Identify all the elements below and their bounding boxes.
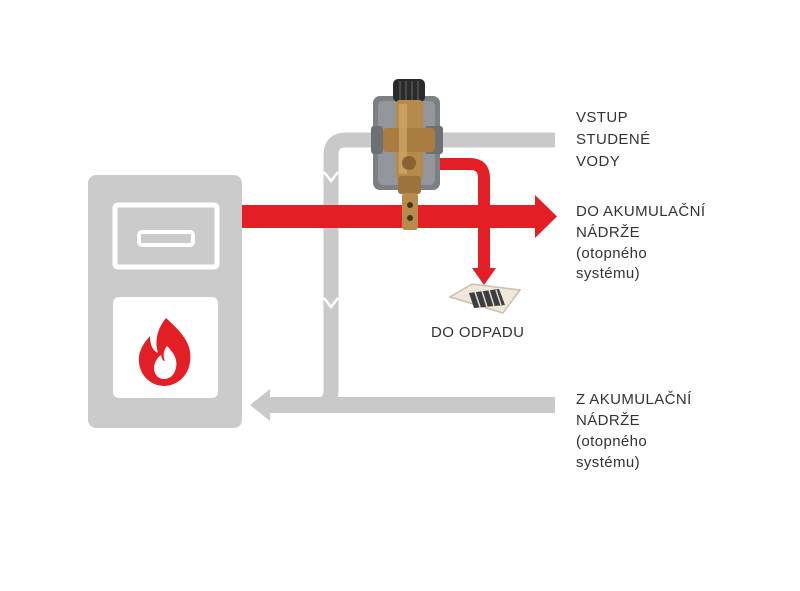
boiler-control-panel	[112, 202, 220, 270]
flame-icon	[138, 318, 191, 386]
label-cold-water-in: VSTUP STUDENÉ VODY	[576, 109, 650, 170]
boiler-display	[137, 230, 195, 247]
label-line: DO AKUMULAČNÍ	[576, 203, 706, 220]
down-arrow-marker-upper	[323, 171, 339, 184]
label-line: VODY	[576, 153, 620, 170]
label-line: systému)	[576, 265, 640, 282]
label-to-tank: DO AKUMULAČNÍ NÁDRŽE (otopného systému)	[576, 203, 706, 282]
label-line: NÁDRŽE	[576, 224, 640, 241]
hot-flow-arrow	[242, 195, 557, 238]
return-pipe-arrow	[250, 389, 555, 421]
label-line: NÁDRŽE	[576, 412, 640, 429]
label-line: STUDENÉ	[576, 131, 650, 148]
label-drain: DO ODPADU	[431, 324, 524, 341]
drain-flow-arrow	[410, 158, 496, 285]
floor-drain-icon	[448, 283, 522, 314]
valve-probe	[402, 193, 418, 230]
valve-knob	[393, 79, 425, 102]
label-line: Z AKUMULAČNÍ	[576, 391, 692, 408]
thermostatic-valve-icon	[371, 79, 443, 230]
label-from-tank: Z AKUMULAČNÍ NÁDRŽE (otopného systému)	[576, 391, 692, 471]
down-arrow-marker-lower	[323, 297, 339, 310]
label-line: (otopného	[576, 245, 647, 262]
label-line: VSTUP	[576, 109, 628, 126]
label-line: systému)	[576, 454, 640, 471]
label-line: (otopného	[576, 433, 647, 450]
boiler-icon	[88, 175, 242, 428]
